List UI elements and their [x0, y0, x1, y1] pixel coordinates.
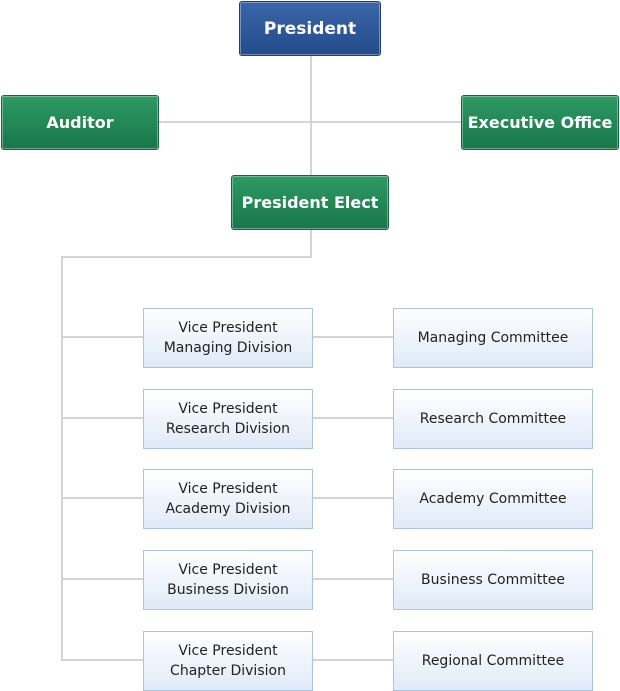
connector-vp-committee: [313, 578, 393, 580]
connector-vp-committee: [313, 417, 393, 419]
connector-spine: [61, 256, 63, 661]
connector-vp-committee: [313, 659, 393, 661]
executive-office-box: Executive Office: [461, 95, 619, 150]
vp-title: Vice President: [178, 562, 278, 578]
research-committee-box: Research Committee: [393, 389, 593, 449]
president-elect-box: President Elect: [231, 175, 389, 230]
connector-branch: [61, 497, 143, 499]
division-name: Academy Division: [165, 501, 291, 517]
connector-vp-committee: [313, 336, 393, 338]
connector-branch: [61, 659, 143, 661]
division-name: Research Division: [165, 421, 291, 437]
vp-title: Vice President: [178, 481, 278, 497]
business-committee-box: Business Committee: [393, 550, 593, 610]
vp-business-division-box: Vice President Business Division: [143, 550, 313, 610]
auditor-box: Auditor: [1, 95, 159, 150]
connector-auditor-executive: [159, 121, 461, 123]
connector-president-to-elect: [310, 56, 312, 176]
vp-chapter-division-box: Vice President Chapter Division: [143, 631, 313, 691]
connector-elect-down: [310, 230, 312, 258]
connector-branch: [61, 417, 143, 419]
vp-research-division-box: Vice President Research Division: [143, 389, 313, 449]
connector-branch: [61, 336, 143, 338]
vp-title: Vice President: [178, 320, 278, 336]
division-name: Managing Division: [163, 340, 293, 356]
regional-committee-box: Regional Committee: [393, 631, 593, 691]
managing-committee-box: Managing Committee: [393, 308, 593, 368]
vp-academy-division-box: Vice President Academy Division: [143, 469, 313, 529]
vp-managing-division-box: Vice President Managing Division: [143, 308, 313, 368]
connector-vp-committee: [313, 497, 393, 499]
vp-title: Vice President: [178, 401, 278, 417]
vp-title: Vice President: [178, 643, 278, 659]
president-box: President: [239, 1, 381, 56]
connector-elect-to-spine: [61, 256, 312, 258]
connector-branch: [61, 578, 143, 580]
division-name: Chapter Division: [170, 663, 286, 679]
division-name: Business Division: [167, 582, 289, 598]
academy-committee-box: Academy Committee: [393, 469, 593, 529]
